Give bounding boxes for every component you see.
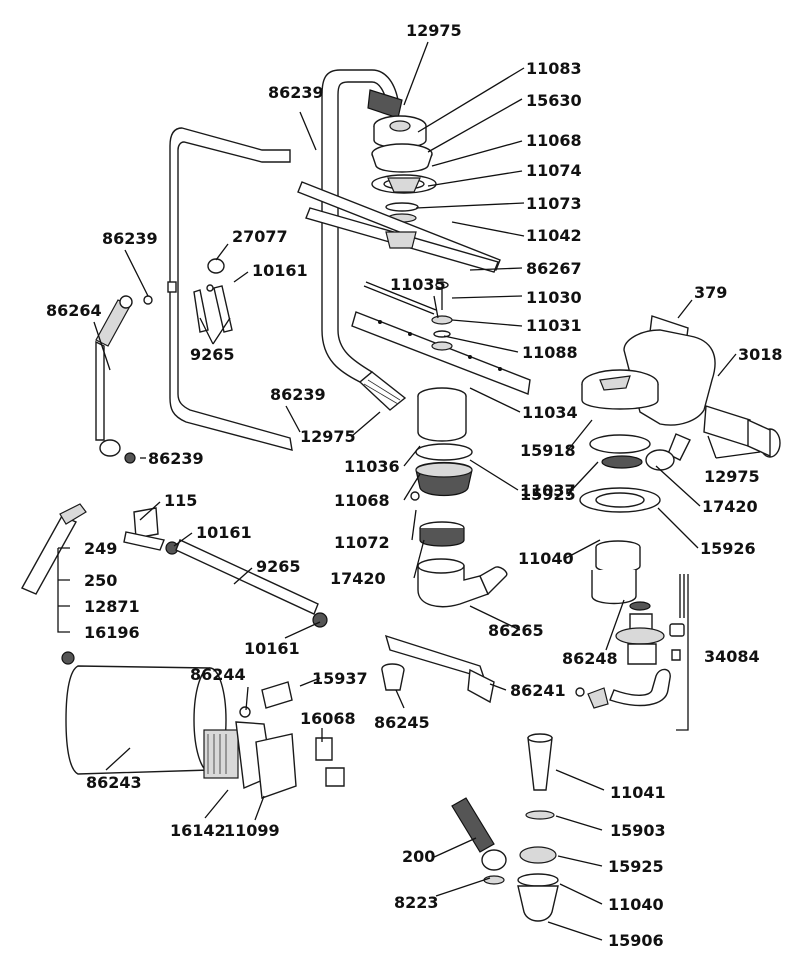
label-16142: 16142 (170, 821, 226, 840)
label-11031: 11031 (526, 316, 582, 335)
fill-pipe (167, 127, 293, 451)
label-11099: 11099 (224, 821, 280, 840)
label-15925-lower: 15925 (608, 857, 664, 876)
upper-spray-hub (367, 89, 437, 223)
label-11034: 11034 (522, 403, 578, 422)
drain-hose (451, 733, 559, 922)
label-15925-upper: 15925 (520, 485, 576, 504)
label-27077: 27077 (232, 227, 288, 246)
label-11072: 11072 (334, 533, 390, 552)
lower-spray-arm (351, 281, 531, 395)
label-250: 250 (84, 571, 117, 590)
leader-lines (57, 41, 761, 941)
label-15937: 15937 (312, 669, 368, 688)
part-labels: 12975 11083 15630 11068 11074 11073 1104… (46, 21, 783, 950)
label-86239-left: 86239 (102, 229, 158, 248)
label-17420-left: 17420 (330, 569, 386, 588)
label-15903: 15903 (610, 821, 666, 840)
label-9265-lower: 9265 (256, 557, 301, 576)
label-12975-left: 12975 (300, 427, 356, 446)
label-11030: 11030 (526, 288, 582, 307)
label-11083: 11083 (526, 59, 582, 78)
label-11040-lower: 11040 (608, 895, 664, 914)
label-12975-right: 12975 (704, 467, 760, 486)
label-11068-lower: 11068 (334, 491, 390, 510)
label-10161-lower: 10161 (244, 639, 300, 658)
label-11068-upper: 11068 (526, 131, 582, 150)
bracket-rail (381, 634, 495, 704)
label-10161-upper: 10161 (252, 261, 308, 280)
label-86241: 86241 (510, 681, 566, 700)
inlet-fittings (193, 258, 233, 333)
label-16068: 16068 (300, 709, 356, 728)
label-16196: 16196 (84, 623, 140, 642)
label-379: 379 (694, 283, 727, 302)
label-86245: 86245 (374, 713, 430, 732)
label-17420-right: 17420 (702, 497, 758, 516)
label-3018: 3018 (738, 345, 783, 364)
circulation-pump-motor (579, 315, 781, 605)
label-86239-bottom: 86239 (148, 449, 204, 468)
label-86267: 86267 (526, 259, 582, 278)
label-86239-top: 86239 (268, 83, 324, 102)
label-8223: 8223 (394, 893, 439, 912)
label-15918: 15918 (520, 441, 576, 460)
label-11035: 11035 (390, 275, 446, 294)
label-10161-mid: 10161 (196, 523, 252, 542)
label-86244: 86244 (190, 665, 246, 684)
label-249: 249 (84, 539, 117, 558)
label-11040-upper: 11040 (518, 549, 574, 568)
label-11036: 11036 (344, 457, 400, 476)
label-12975-top: 12975 (406, 21, 462, 40)
inlet-hose (95, 295, 153, 464)
upper-spray-arm (297, 181, 501, 273)
label-12871: 12871 (84, 597, 140, 616)
label-11073: 11073 (526, 194, 582, 213)
label-15630: 15630 (526, 91, 582, 110)
label-11037: 11037 (520, 481, 576, 500)
label-86265: 86265 (488, 621, 544, 640)
label-86243: 86243 (86, 773, 142, 792)
label-86264: 86264 (46, 301, 102, 320)
label-86248: 86248 (562, 649, 618, 668)
label-11042: 11042 (526, 226, 582, 245)
label-9265-upper: 9265 (190, 345, 235, 364)
drain-pump-parts (575, 574, 689, 731)
label-86239-mid: 86239 (270, 385, 326, 404)
heater-tank (61, 651, 345, 799)
label-200: 200 (402, 847, 435, 866)
label-15906: 15906 (608, 931, 664, 950)
label-11041: 11041 (610, 783, 666, 802)
label-11088: 11088 (522, 343, 578, 362)
label-11074: 11074 (526, 161, 582, 180)
label-115: 115 (164, 491, 197, 510)
filter-housing-stack (410, 387, 508, 608)
label-15926: 15926 (700, 539, 756, 558)
label-34084: 34084 (704, 647, 760, 666)
